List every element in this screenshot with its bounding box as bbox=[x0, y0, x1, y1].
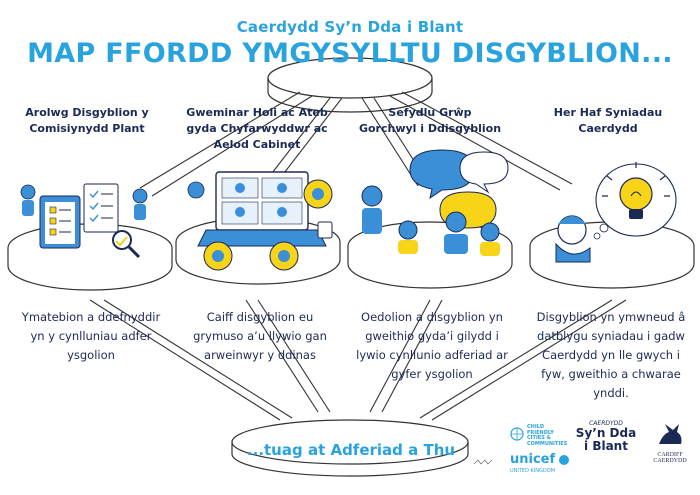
column-2-description-line: Caiff disgyblion eu bbox=[206, 310, 314, 324]
webinar-laptop-illustration bbox=[187, 171, 333, 271]
page-title: MAP FFORDD YMGYSYLLTU DISGYBLION... bbox=[27, 38, 673, 69]
top-hub-rim bbox=[267, 78, 433, 113]
column-2-description-line: arweinwyr y ddinas bbox=[204, 348, 316, 362]
unicef-wordmark: unicef bbox=[510, 452, 556, 467]
column-3-description: Oedolion a disgyblion yn gweithio gyda’i… bbox=[344, 308, 520, 384]
platform-4 bbox=[529, 221, 695, 289]
bottom-platform bbox=[231, 419, 469, 477]
cardiff-logo-line1: CARDIFF bbox=[657, 452, 683, 458]
column-1-heading-line: Arolwg Disgyblion y bbox=[25, 106, 149, 119]
cardiff-logo-line2: CAERDYDD bbox=[653, 458, 687, 464]
cfc-logo-line: COMMUNITIES bbox=[527, 440, 568, 447]
sdib-logo-top: CAERDYDD bbox=[589, 420, 623, 427]
child-friendly-cities-logo: CHILD FRIENDLY CITIES & COMMUNITIES bbox=[510, 424, 567, 455]
column-4-description-line: Disgyblion yn ymwneud â bbox=[536, 310, 686, 324]
column-1-description-line: yn y cynlluniau adfer bbox=[30, 329, 152, 343]
column-4-heading: Her Haf Syniadau Caerdydd bbox=[520, 105, 696, 137]
column-4-description: Disgyblion yn ymwneud â datblygu syniada… bbox=[524, 308, 698, 403]
platform-3 bbox=[347, 221, 513, 289]
unicef-globe-icon bbox=[559, 455, 569, 465]
column-2-heading: Gweminar Holi ac Ateb gyda Chyfarwyddwr … bbox=[172, 105, 342, 153]
column-3-heading-line: Gorchwyl i Ddisgyblion bbox=[358, 122, 502, 135]
column-3-heading-line: Sefydlu Grŵp bbox=[388, 106, 472, 119]
column-2-heading-line: gyda Chyfarwyddwr ac bbox=[186, 122, 328, 135]
column-1-description: Ymatebion a ddefnyddir yn y cynlluniau a… bbox=[6, 308, 176, 365]
column-4-description-line: Caerdydd yn lle gwych i bbox=[542, 348, 680, 362]
column-4-description-line: fyw, gweithio a chwarae bbox=[541, 367, 681, 381]
campaign-subtitle: Caerdydd Sy’n Dda i Blant bbox=[236, 18, 464, 36]
column-4-description-line: ynddi. bbox=[593, 386, 629, 400]
cfc-logo-line: CHILD bbox=[527, 424, 545, 430]
survey-clipboard-illustration bbox=[20, 183, 148, 259]
column-4-heading-line: Her Haf Syniadau bbox=[553, 106, 663, 119]
cardiff-council-logo: CARDIFF CAERDYDD bbox=[642, 420, 698, 480]
column-2-description: Caiff disgyblion eu grymuso a’u llywio g… bbox=[176, 308, 344, 365]
column-1-description-line: ysgolion bbox=[67, 348, 115, 362]
unicef-logo: unicef UNITED KINGDOM bbox=[510, 452, 572, 482]
platform-1 bbox=[7, 223, 173, 291]
sdib-logo-line2: i Blant bbox=[584, 439, 628, 453]
task-group-illustration bbox=[361, 149, 509, 256]
artist-signature bbox=[473, 459, 493, 465]
column-4-description-line: datblygu syniadau i gadw bbox=[537, 329, 685, 343]
column-3-description-line: Oedolion a disgyblion yn bbox=[361, 310, 503, 324]
column-3-description-line: gweithio gyda’i gilydd i bbox=[365, 329, 499, 343]
column-2-heading-line: Gweminar Holi ac Ateb bbox=[186, 106, 328, 119]
cfc-logo-line: FRIENDLY bbox=[527, 429, 554, 436]
idea-lightbulb-illustration bbox=[555, 162, 677, 263]
column-1-description-line: Ymatebion a ddefnyddir bbox=[21, 310, 161, 324]
lower-beams bbox=[89, 299, 627, 421]
goal-label: ...tuag at Adferiad a Thu bbox=[246, 441, 456, 459]
cfc-globe-icon bbox=[510, 427, 524, 441]
unicef-subtext: UNITED KINGDOM bbox=[510, 468, 555, 474]
dragon-icon bbox=[659, 424, 682, 444]
column-1-heading: Arolwg Disgyblion y Comisiynydd Plant bbox=[4, 105, 170, 137]
sdib-logo: CAERDYDD Sy’n Dda i Blant bbox=[575, 420, 637, 480]
cfc-logo-line: CITIES & bbox=[527, 435, 551, 441]
column-2-heading-line: Aelod Cabinet bbox=[213, 138, 301, 151]
column-3-description-line: lywio cynllunio adferiad ar bbox=[356, 348, 508, 362]
column-3-description-line: gyfer ysgolion bbox=[391, 367, 473, 381]
column-4-heading-line: Caerdydd bbox=[578, 122, 638, 135]
column-1-heading-line: Comisiynydd Plant bbox=[29, 122, 145, 135]
column-2-description-line: grymuso a’u llywio gan bbox=[193, 329, 327, 343]
column-3-heading: Sefydlu Grŵp Gorchwyl i Ddisgyblion bbox=[345, 105, 515, 137]
sdib-logo-line1: Sy’n Dda bbox=[575, 426, 637, 440]
